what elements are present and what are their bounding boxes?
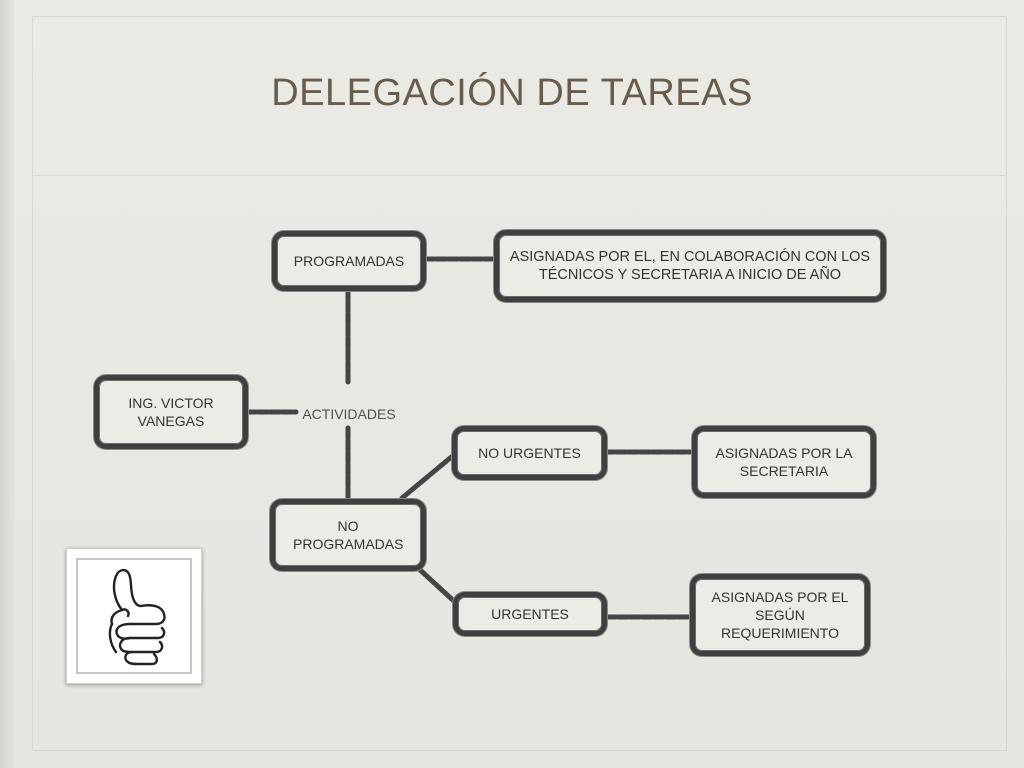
node-no-urgentes-label: NO URGENTES	[478, 445, 581, 461]
node-no-urgentes-detail: ASIGNADAS POR LA SECRETARIA	[692, 426, 876, 498]
node-no-urgentes: NO URGENTES	[452, 426, 607, 480]
connector-noprog-nourgentes	[399, 451, 458, 501]
node-root-label: ING. VICTOR VANEGAS	[128, 395, 214, 429]
node-programadas-detail: ASIGNADAS POR EL, EN COLABORACIÓN CON LO…	[494, 230, 886, 302]
node-no-programadas-label: NO PROGRAMADAS	[293, 518, 404, 552]
connector-noprog-urgentes	[415, 565, 459, 606]
thumbs-up-image	[66, 548, 202, 684]
node-urgentes-detail: ASIGNADAS POR EL SEGÚN REQUERIMIENTO	[690, 574, 870, 656]
thumbs-up-image-inner	[76, 558, 192, 674]
node-urgentes-label: URGENTES	[491, 606, 569, 622]
slide-title: DELEGACIÓN DE TAREAS	[271, 72, 753, 114]
node-urgentes-detail-label: ASIGNADAS POR EL SEGÚN REQUERIMIENTO	[711, 589, 849, 641]
page-edge	[0, 0, 14, 768]
node-programadas-label: PROGRAMADAS	[293, 253, 405, 269]
node-no-programadas: NO PROGRAMADAS	[270, 499, 426, 571]
node-programadas-detail-label: ASIGNADAS POR EL, EN COLABORACIÓN CON LO…	[509, 249, 871, 283]
slide-frame	[32, 16, 1007, 751]
node-urgentes: URGENTES	[453, 592, 607, 636]
node-root: ING. VICTOR VANEGAS	[94, 375, 248, 449]
node-no-urgentes-detail-label: ASIGNADAS POR LA SECRETARIA	[715, 445, 853, 479]
title-divider	[32, 175, 1007, 176]
thumbs-up-icon	[108, 568, 166, 666]
node-hub-label: ACTIVIDADES	[302, 406, 396, 422]
node-programadas: PROGRAMADAS	[272, 231, 426, 291]
